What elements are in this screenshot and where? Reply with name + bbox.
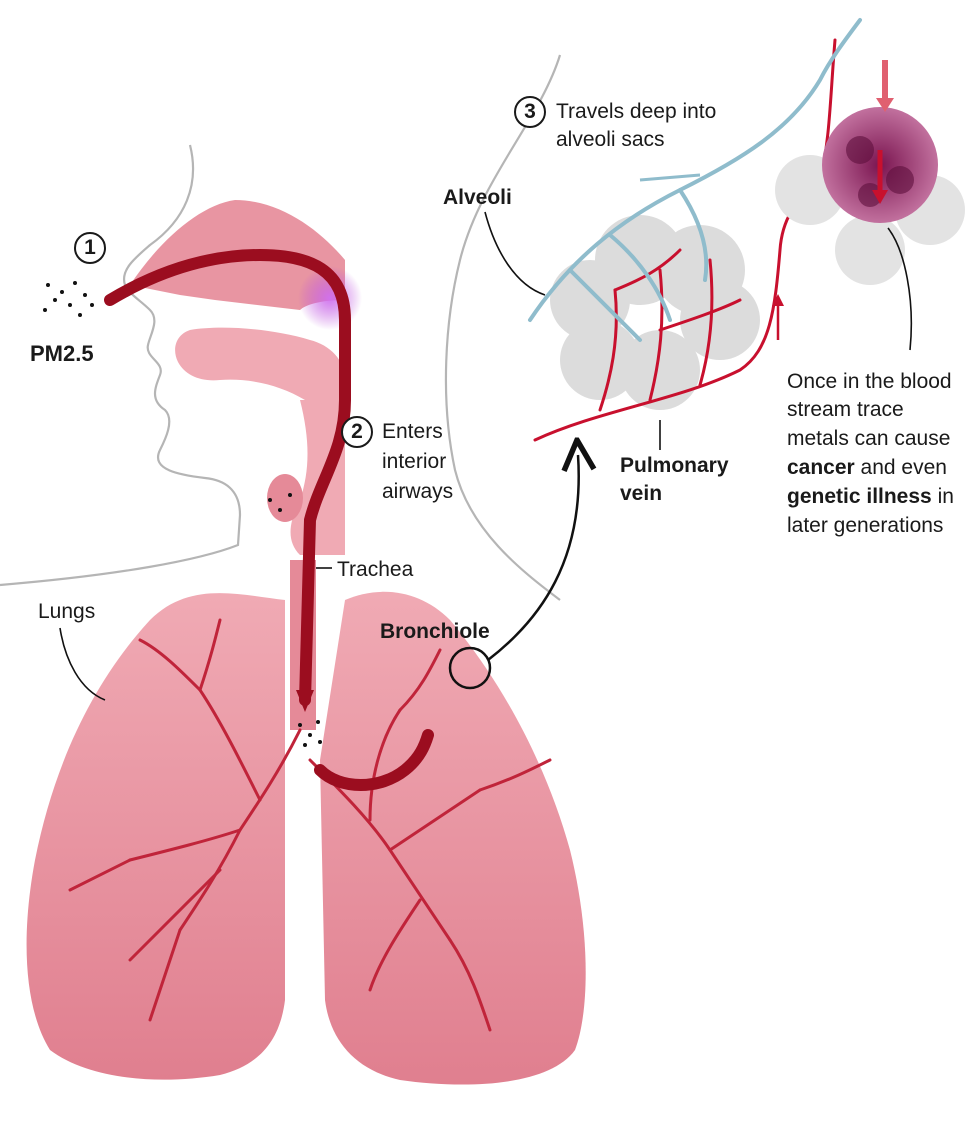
leader-lines xyxy=(59,211,913,701)
note-line-5: genetic illness in xyxy=(787,483,954,510)
note-line-6: later generations xyxy=(787,514,944,537)
lungs xyxy=(26,591,586,1085)
bronchiole-callout xyxy=(448,455,579,690)
note-line-3: metals can cause xyxy=(787,427,951,450)
pulmonary-vein-label-line-2: vein xyxy=(620,482,663,505)
step-3-text-line-2: alveoli sacs xyxy=(556,128,665,151)
alveoli-cluster xyxy=(528,18,862,442)
note-genetic-illness-bold: genetic illness xyxy=(787,485,932,508)
note-cancer-bold: cancer xyxy=(787,456,855,479)
note-line-5-rest: in xyxy=(931,485,954,508)
step-2-text-line-1: Enters xyxy=(382,420,443,443)
step-1-marker: 1 xyxy=(74,232,106,264)
step-2-marker: 2 xyxy=(341,416,373,448)
step-2-text-line-2: interior xyxy=(382,450,447,473)
lungs-label: Lungs xyxy=(38,600,96,623)
alveolar-sac-detail xyxy=(775,60,965,285)
trachea-label: Trachea xyxy=(337,558,414,581)
alveoli-label: Alveoli xyxy=(443,186,512,209)
pm25-label: PM2.5 xyxy=(30,341,94,366)
pm25-particles xyxy=(43,281,322,747)
head-profile xyxy=(0,54,562,601)
step-2-text-line-3: airways xyxy=(382,480,454,503)
note-line-4: cancer and even xyxy=(787,454,947,481)
note-line-4-rest: and even xyxy=(854,456,947,479)
bronchiole-label: Bronchiole xyxy=(380,620,490,643)
airway-path xyxy=(104,248,434,791)
note-line-1: Once in the blood xyxy=(787,370,952,393)
note-line-2: stream trace xyxy=(787,398,904,421)
pulmonary-vein-label-line-1: Pulmonary xyxy=(620,454,729,477)
step-3-text-line-1: Travels deep into xyxy=(556,100,717,123)
step-3-marker: 3 xyxy=(514,96,546,128)
